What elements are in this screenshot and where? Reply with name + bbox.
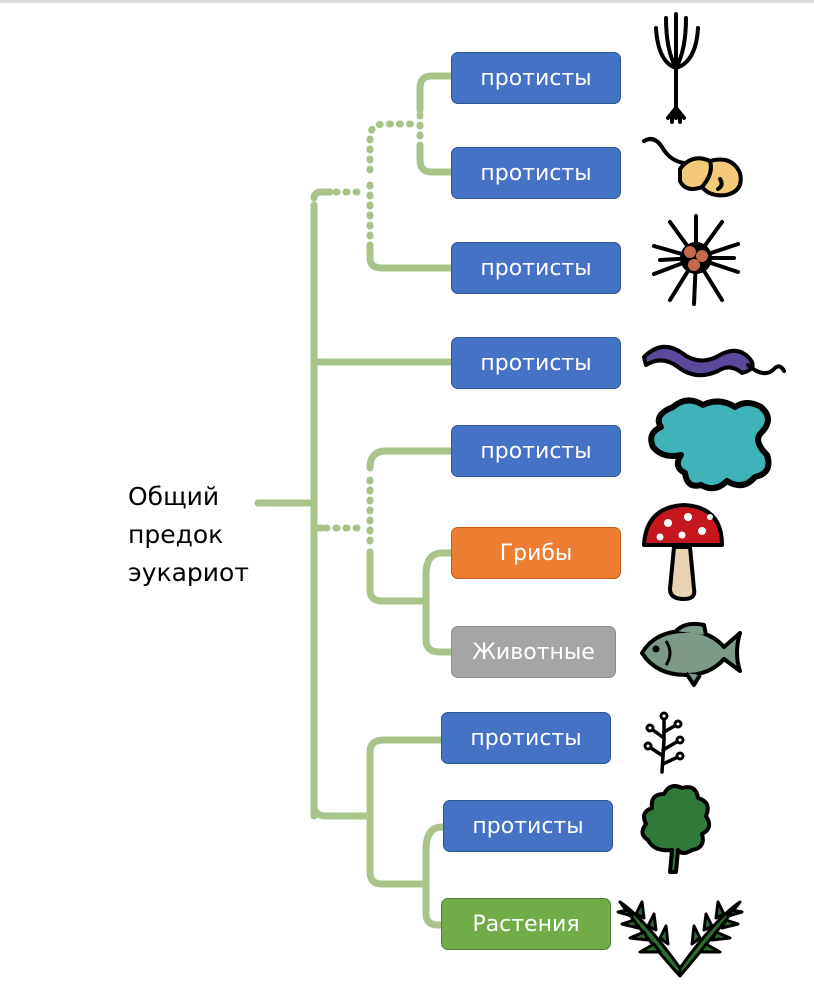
clade-b-lower bbox=[366, 241, 455, 272]
node-protists-3: протисты bbox=[451, 242, 621, 294]
flagellate-protist-icon bbox=[642, 137, 743, 198]
top-border bbox=[0, 0, 814, 3]
common-ancestor-label: Общий предок эукариот bbox=[128, 478, 278, 592]
mushroom-icon bbox=[642, 503, 724, 602]
branch-plants bbox=[422, 846, 445, 929]
node-protists-1: протисты bbox=[451, 52, 621, 104]
clade-a-lower bbox=[416, 141, 455, 176]
root-label-line1: Общий bbox=[128, 482, 220, 511]
plant-icon bbox=[616, 900, 744, 978]
branch-to-plants-clade bbox=[310, 801, 374, 820]
node-protists-2: протисты bbox=[451, 147, 621, 199]
clade-c-lower bbox=[366, 548, 430, 605]
branch-stub-top bbox=[310, 188, 334, 202]
node-fungi: Грибы bbox=[451, 527, 621, 579]
chlamydomonas-like-icon bbox=[654, 12, 700, 124]
node-protists-9: протисты bbox=[443, 800, 613, 852]
node-plants: Растения bbox=[441, 898, 611, 950]
radiolarian-icon bbox=[652, 214, 740, 306]
branch-protist-9 bbox=[422, 823, 447, 854]
node-protists-8: протисты bbox=[441, 712, 611, 764]
clade-plants-vertical bbox=[366, 736, 445, 756]
green-alga-icon bbox=[640, 784, 712, 874]
branch-protist-1 bbox=[416, 72, 455, 92]
trypanosome-icon bbox=[642, 345, 786, 378]
amoeba-icon bbox=[648, 397, 772, 492]
fish-icon bbox=[640, 621, 742, 687]
fungi-animals-clade bbox=[422, 549, 455, 579]
root-label-line3: эукариот bbox=[128, 558, 249, 587]
clade-plants-lower bbox=[366, 748, 430, 888]
node-protists-5: протисты bbox=[451, 425, 621, 477]
branch-protist-5 bbox=[366, 447, 455, 472]
root-label-line2: предок bbox=[128, 520, 224, 549]
dotted-clade-b-top bbox=[366, 120, 416, 174]
node-animals: Животные bbox=[451, 626, 616, 678]
branch-animals bbox=[422, 571, 455, 656]
node-protists-4: протисты bbox=[451, 337, 621, 389]
red-alga-icon bbox=[643, 711, 685, 774]
